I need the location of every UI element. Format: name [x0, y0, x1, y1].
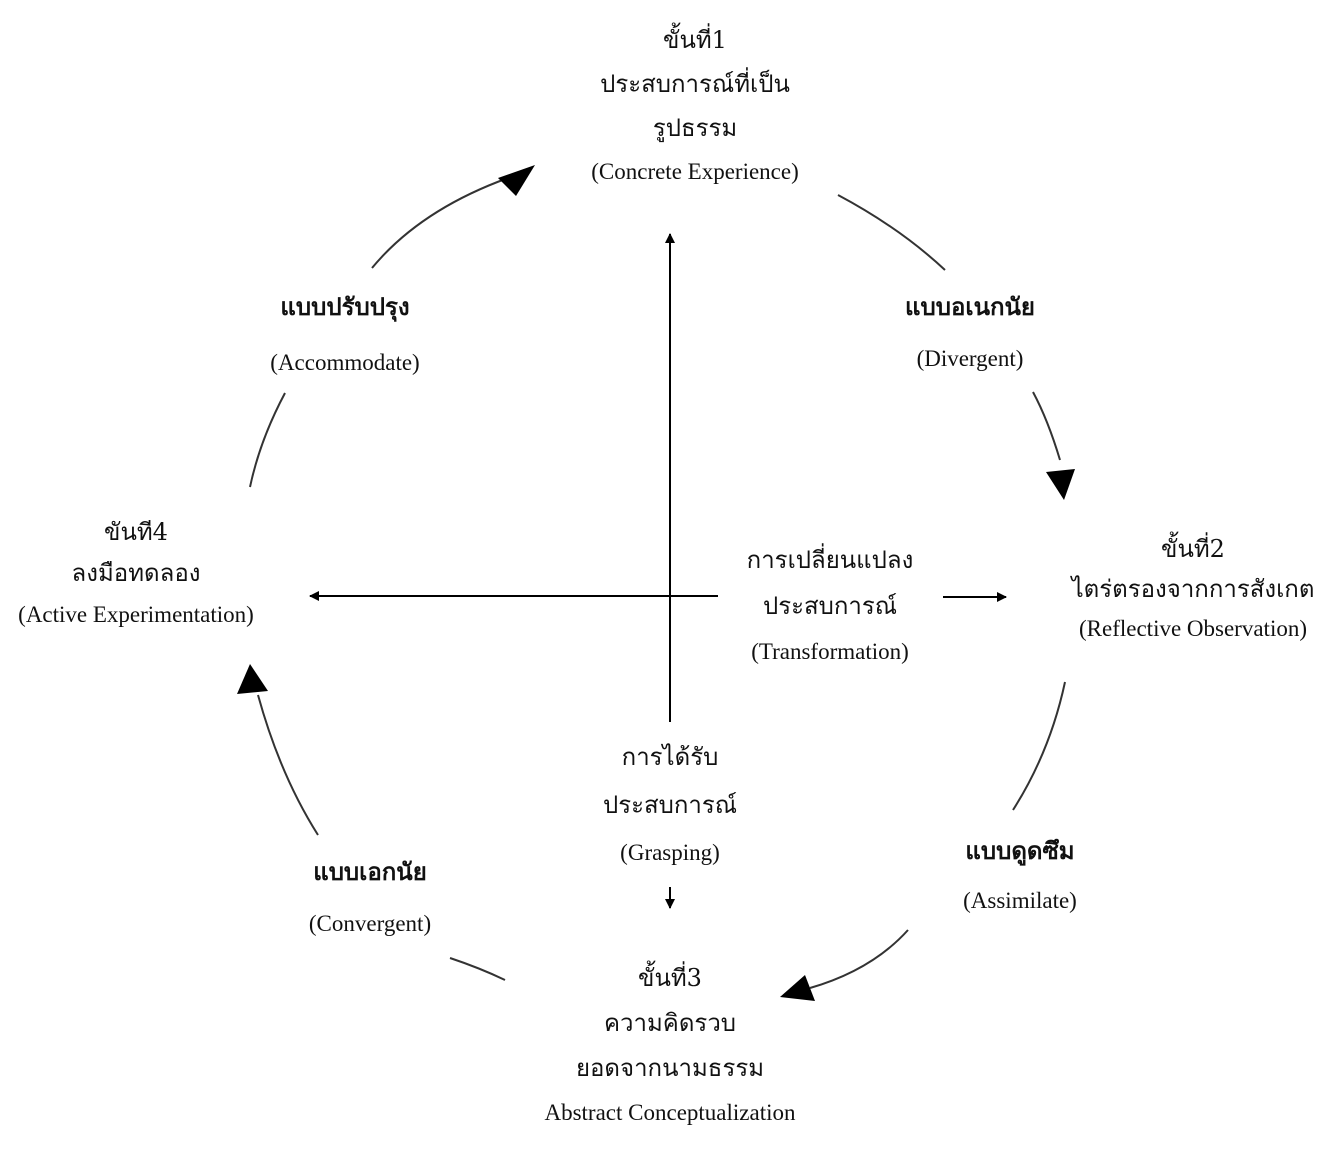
style-convergent-label: แบบเอกนัย (Convergent) [260, 857, 480, 936]
style-accommodate-label: แบบปรับปรุง (Accommodate) [235, 292, 455, 375]
stage2-line1: ไตร่ตรองจากการสังเกต [1071, 575, 1315, 603]
stage2-english: (Reflective Observation) [1079, 616, 1307, 641]
stage1-label: ขั้นที่1 ประสบการณ์ที่เป็น รูปธรรม (Conc… [560, 28, 830, 183]
style-assimilate-thai: แบบดูดซึม [965, 836, 1075, 865]
style-divergent-thai: แบบอเนกนัย [905, 292, 1035, 321]
stage4-clip: ขั้นที่4 ลงมือทดลอง (Active Experimentat… [0, 520, 285, 644]
style-accommodate-english: (Accommodate) [270, 350, 420, 375]
arc-bottom-left [449, 957, 506, 981]
stage3-label: ขั้นที่3 ความคิดรวบ ยอดจากนามธรรม Abstra… [520, 966, 820, 1124]
stage4-label: ขั้นที่4 ลงมือทดลอง (Active Experimentat… [0, 520, 272, 626]
stage1-line1: ประสบการณ์ที่เป็น [600, 70, 790, 98]
arc-right-lower [1012, 681, 1066, 811]
stage1-title: ขั้นที่1 [663, 26, 727, 54]
grasping-label: การได้รับ ประสบการณ์ (Grasping) [580, 745, 760, 864]
arc-top-left [371, 177, 509, 269]
stage4-line1: ลงมือทดลอง [71, 559, 201, 587]
stage4-title: ขั้นที่4 [104, 520, 168, 546]
stage3-line2: ยอดจากนามธรรม [575, 1054, 765, 1082]
stage3-line1: ความคิดรวบ [603, 1009, 737, 1037]
arc-left-upper [249, 392, 286, 488]
arc-top-right [837, 194, 946, 271]
style-accommodate-thai: แบบปรับปรุง [280, 292, 410, 321]
stage2-label: ขั้นที่2 ไตร่ตรองจากการสังเกต (Reflectiv… [1062, 537, 1324, 640]
transformation-line1: การเปลี่ยนแปลง [746, 546, 914, 574]
style-assimilate-label: แบบดูดซึม (Assimilate) [910, 836, 1130, 913]
stage3-title: ขั้นที่3 [638, 964, 702, 992]
cycle-arrowhead-bottom [780, 975, 815, 1001]
transformation-line2: ประสบการณ์ [762, 592, 898, 620]
cycle-arrowhead-right [1046, 469, 1075, 500]
stage1-line2: รูปธรรม [652, 114, 738, 142]
cycle-arrowhead-left [237, 664, 268, 694]
cycle-arrowhead-top [498, 165, 535, 196]
stage4-english: (Active Experimentation) [18, 602, 254, 627]
style-convergent-thai: แบบเอกนัย [313, 857, 427, 886]
transformation-label: การเปลี่ยนแปลง ประสบการณ์ (Transformatio… [725, 548, 935, 663]
stage2-title: ขั้นที่2 [1161, 535, 1225, 563]
arc-right-upper [1032, 391, 1061, 461]
arc-bottom-right [809, 929, 909, 989]
transformation-english: (Transformation) [751, 639, 909, 664]
style-divergent-label: แบบอเนกนัย (Divergent) [860, 292, 1080, 371]
grasping-line1: การได้รับ [621, 743, 719, 771]
arc-left-lower [257, 694, 319, 836]
grasping-english: (Grasping) [620, 840, 720, 865]
stage3-english: Abstract Conceptualization [544, 1100, 796, 1125]
style-divergent-english: (Divergent) [916, 346, 1024, 371]
stage1-english: (Concrete Experience) [591, 159, 799, 184]
grasping-line2: ประสบการณ์ [602, 791, 738, 819]
style-assimilate-english: (Assimilate) [963, 888, 1077, 913]
style-convergent-english: (Convergent) [308, 911, 432, 936]
